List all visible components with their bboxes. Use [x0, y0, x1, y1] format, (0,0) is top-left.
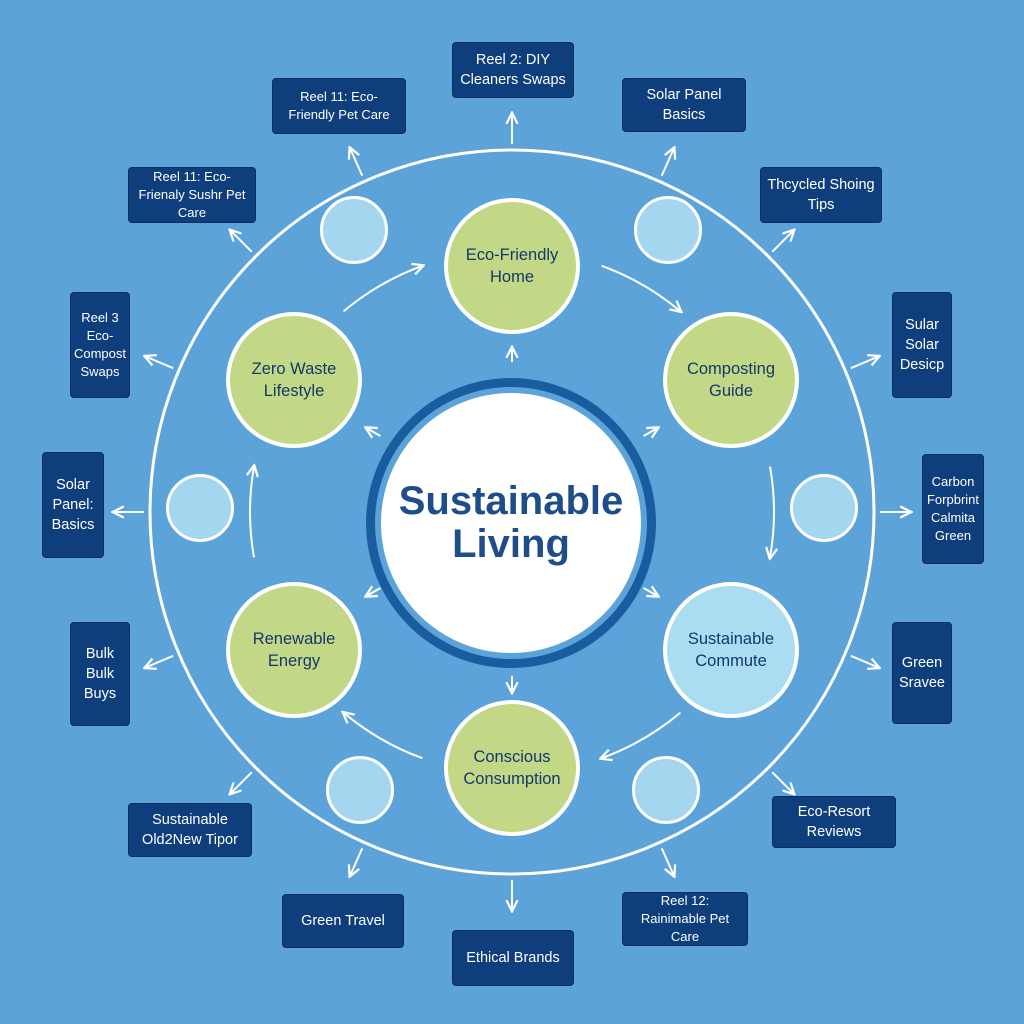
- hub-arc-arrow: [601, 264, 681, 312]
- reel-arrow: [771, 771, 793, 793]
- reel-arrow: [850, 654, 879, 668]
- reel-box-pet-care-12[interactable]: Reel 12: Rainimable Pet Care: [622, 892, 748, 946]
- hub-label: Eco-Friendly Home: [465, 245, 559, 286]
- reel-label: Bulk Bulk Buys: [83, 645, 117, 703]
- reel-arrow: [231, 231, 253, 253]
- reel-label: Green Sravee: [899, 654, 945, 691]
- reel-box-diy-cleaners[interactable]: Reel 2: DIY Cleaners Swaps: [452, 42, 574, 98]
- reel-label: Sular Solar Desicp: [899, 316, 945, 374]
- reel-label: Solar Panel Basics: [646, 86, 722, 123]
- center-title: Sustainable Living: [398, 478, 624, 566]
- reel-box-carbon-footprint[interactable]: Carbon Forpbrint Calmita Green: [922, 454, 984, 564]
- outer-ring: [148, 148, 876, 876]
- decor-bubble: [166, 474, 234, 542]
- reel-label: Reel 11: Eco-Frienaly Sushr Pet Care: [138, 168, 246, 221]
- hub-arc-arrow: [770, 466, 774, 558]
- hub-composting-guide[interactable]: Composting Guide: [663, 312, 799, 448]
- decor-bubble: [632, 756, 700, 824]
- hub-label: Conscious Consumption: [463, 747, 561, 788]
- reel-arrow: [660, 148, 674, 177]
- decor-bubble: [634, 196, 702, 264]
- reel-box-solar-panel-basics[interactable]: Solar Panel Basics: [622, 78, 746, 132]
- decor-bubble: [790, 474, 858, 542]
- reel-arrow: [850, 357, 879, 370]
- hub-renewable-energy[interactable]: Renewable Energy: [226, 582, 362, 718]
- reel-label: Reel 2: DIY Cleaners Swaps: [460, 51, 566, 88]
- reel-box-green-travel[interactable]: Green Travel: [282, 894, 404, 948]
- reel-arrow: [350, 847, 364, 875]
- reel-arrow: [660, 847, 674, 875]
- reel-box-bulk-buys[interactable]: Bulk Bulk Buys: [70, 622, 130, 726]
- hub-arc-arrow: [250, 467, 254, 558]
- reel-label: Reel 11: Eco-Friendly Pet Care: [288, 88, 390, 122]
- reel-box-upcycled-shopping[interactable]: Thcycled Shoing Tips: [760, 167, 882, 223]
- reel-box-green-saves[interactable]: Green Sravee: [892, 622, 952, 724]
- center-arrow: [643, 588, 658, 596]
- reel-label: Reel 12: Rainimable Pet Care: [640, 892, 730, 945]
- hub-label: Renewable Energy: [252, 629, 336, 670]
- decor-bubble: [326, 756, 394, 824]
- hub-arc-arrow: [602, 711, 682, 759]
- hub-label: Composting Guide: [686, 359, 776, 400]
- hub-zero-waste-lifestyle[interactable]: Zero Waste Lifestyle: [226, 312, 362, 448]
- center-arrow: [367, 588, 381, 596]
- reel-label: Eco-Resort Reviews: [797, 803, 871, 840]
- reel-label: Green Travel: [301, 912, 385, 929]
- hub-arc-arrow: [344, 713, 423, 760]
- reel-label: Ethical Brands: [466, 949, 560, 966]
- center-arrows: [367, 348, 658, 692]
- reel-label: Sustainable Old2New Tipor: [142, 811, 238, 848]
- hub-label: Sustainable Commute: [687, 629, 775, 670]
- hub-arc-arrow: [342, 266, 423, 313]
- reel-arrow: [350, 148, 364, 177]
- hub-ring-arrows: [250, 266, 774, 758]
- hub-sustainable-commute[interactable]: Sustainable Commute: [663, 582, 799, 718]
- reel-arrow: [146, 357, 174, 370]
- center-arrow: [367, 428, 381, 436]
- reel-arrows: [114, 114, 910, 910]
- reel-label: Carbon Forpbrint Calmita Green: [926, 473, 980, 544]
- center-arrow: [643, 428, 658, 436]
- decor-bubble: [320, 196, 388, 264]
- reel-label: Reel 3 Eco-Compost Swaps: [73, 309, 127, 380]
- reel-box-pet-care-11b[interactable]: Reel 11: Eco-Frienaly Sushr Pet Care: [128, 167, 256, 223]
- reel-box-solar-design[interactable]: Sular Solar Desicp: [892, 292, 952, 398]
- reel-box-old2new-tips[interactable]: Sustainable Old2New Tipor: [128, 803, 252, 857]
- reel-label: Solar Panel: Basics: [51, 476, 95, 534]
- hub-conscious-consumption[interactable]: Conscious Consumption: [444, 700, 580, 836]
- hub-label: Zero Waste Lifestyle: [251, 359, 337, 400]
- reel-box-solar-panel-basics-left[interactable]: Solar Panel: Basics: [42, 452, 104, 558]
- reel-arrow: [231, 771, 253, 793]
- reel-box-eco-resort-reviews[interactable]: Eco-Resort Reviews: [772, 796, 896, 848]
- reel-box-ethical-brands[interactable]: Ethical Brands: [452, 930, 574, 986]
- reel-arrow: [771, 231, 793, 253]
- hub-eco-friendly-home[interactable]: Eco-Friendly Home: [444, 198, 580, 334]
- reel-label: Thcycled Shoing Tips: [767, 176, 875, 213]
- reel-box-pet-care-11[interactable]: Reel 11: Eco-Friendly Pet Care: [272, 78, 406, 134]
- center-topic[interactable]: Sustainable Living: [375, 387, 647, 659]
- reel-arrow: [146, 654, 174, 668]
- reel-box-eco-compost-swaps[interactable]: Reel 3 Eco-Compost Swaps: [70, 292, 130, 398]
